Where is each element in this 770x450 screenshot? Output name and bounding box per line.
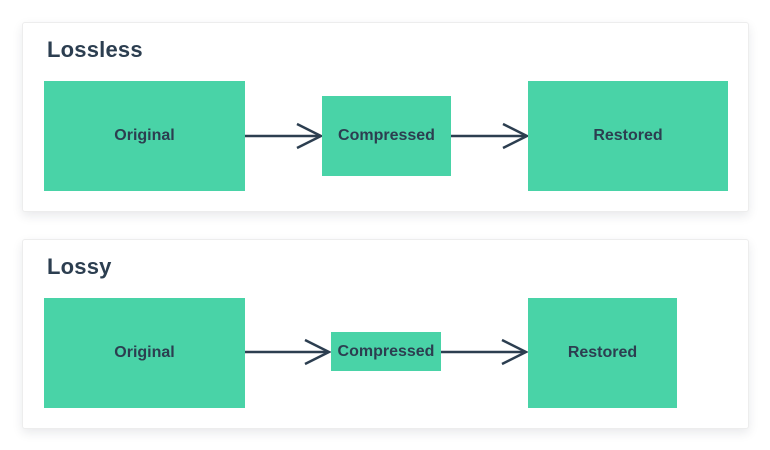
compressed-node: Compressed [331, 332, 441, 371]
original-node: Original [44, 81, 245, 191]
flow-arrow-icon [245, 122, 323, 150]
restored-node: Restored [528, 298, 677, 408]
original-node: Original [44, 298, 245, 408]
flow-arrow-icon [441, 338, 528, 366]
lossless-panel: Lossless Original Compressed Restored [22, 22, 749, 212]
restored-node: Restored [528, 81, 728, 191]
flow-arrow-icon [245, 338, 331, 366]
panel-title: Lossless [47, 37, 143, 62]
panel-title: Lossy [47, 254, 112, 279]
lossy-panel: Lossy Original Compressed Restored [22, 239, 749, 429]
compressed-node: Compressed [322, 96, 451, 176]
flow-arrow-icon [451, 122, 529, 150]
